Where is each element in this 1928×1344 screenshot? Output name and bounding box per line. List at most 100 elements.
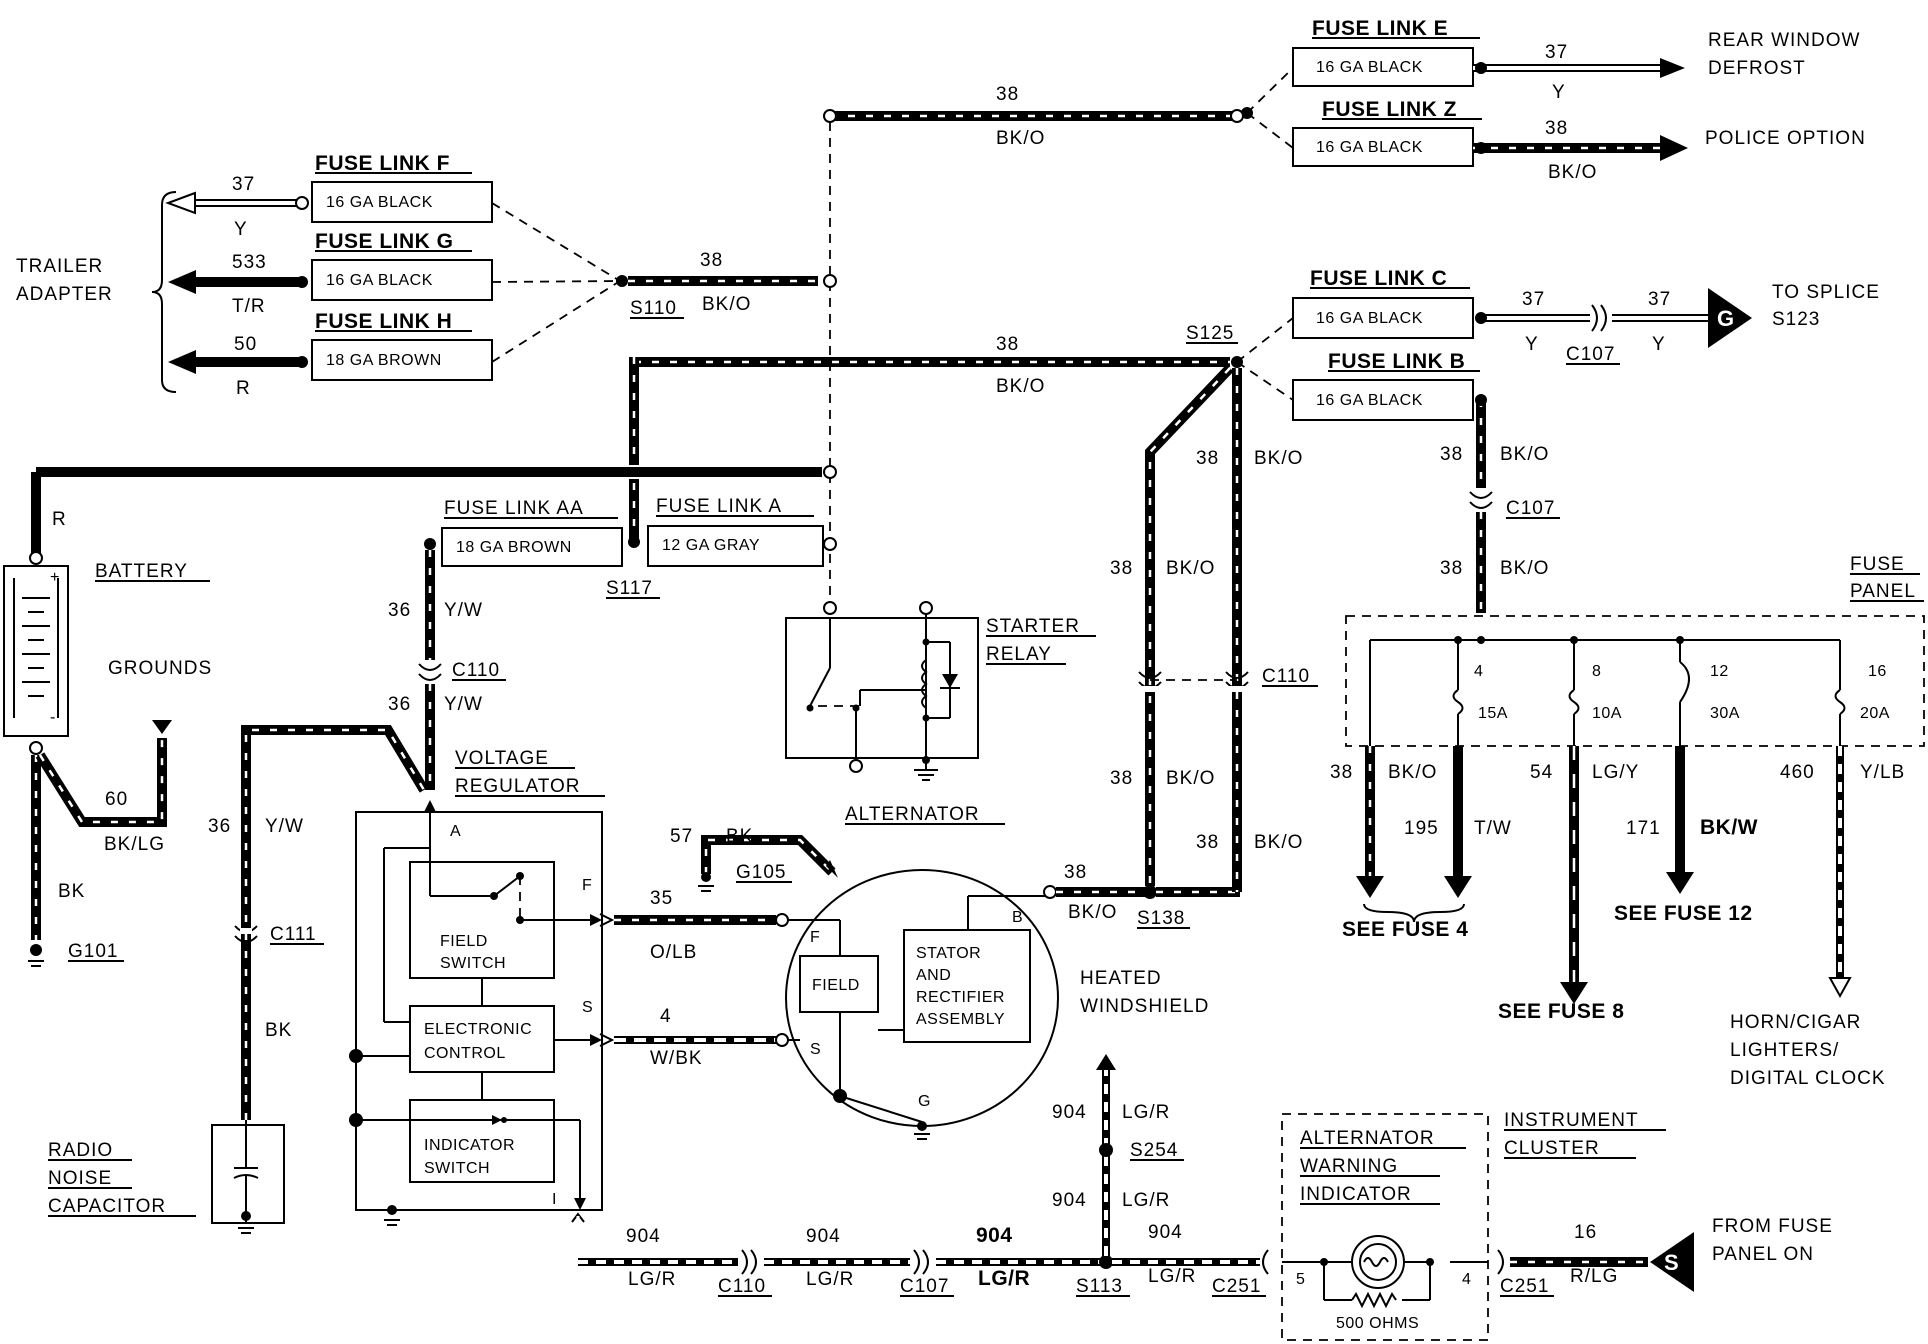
color-bko-z: BK/O [1548,162,1597,183]
fuse-panel-label-1: FUSE [1850,554,1905,575]
fuse-8: 8 10A [1568,636,1622,746]
wire-38-v2: 38 [1110,558,1133,579]
pin-s: S [582,999,593,1016]
color-bko-v2: BK/O [1166,558,1215,579]
wire-904-f: 904 [1052,1190,1087,1211]
connector-c110-hw: C110 [1262,666,1310,687]
pin-5: 5 [1296,1271,1305,1288]
wire-36-a: 36 [388,600,411,621]
indicator-switch-label-2: SWITCH [424,1160,490,1177]
see-fuse-4: SEE FUSE 4 [1342,918,1468,941]
fuse-link-z-wire: 16 GA BLACK [1316,139,1423,156]
wire-38-v3: 38 [1110,768,1133,789]
fuse-4: 4 15A [1452,636,1508,746]
horn-label-2: LIGHTERS/ [1730,1040,1839,1061]
fuse-link-c-title: FUSE LINK C [1310,267,1447,290]
color-tr: T/R [232,296,266,317]
radio-capacitor-box [211,1124,285,1224]
fuse-panel-box [1345,615,1925,747]
color-ylb: Y/LB [1860,762,1905,783]
fuse-link-h-title: FUSE LINK H [315,310,452,333]
wire-37-c1: 37 [1522,289,1545,310]
wire-38-v1: 38 [1196,448,1219,469]
pin-b: B [1012,909,1023,926]
pin-g: G [918,1093,931,1110]
alt-warning-label-2: WARNING [1300,1156,1398,1177]
alt-warning-label-1: ALTERNATOR [1300,1128,1435,1149]
fuse-link-b-wire: 16 GA BLACK [1316,392,1423,409]
pin-i: I [552,1191,557,1208]
from-fuse-label-1: FROM FUSE [1712,1216,1833,1237]
wire-37-e: 37 [1545,42,1568,63]
fuse-8-amps: 10A [1592,705,1622,722]
color-lgr-d: LG/R [1148,1266,1196,1287]
color-r-h: R [236,378,251,399]
wire-38-s125: 38 [996,334,1019,355]
battery-label: BATTERY [95,561,188,582]
splice-dest-2: S123 [1772,309,1820,330]
color-y-c1: Y [1525,334,1539,355]
fuse-link-g-group: FUSE LINK G 16 GA BLACK 533 T/R [168,230,493,317]
color-yw-a: Y/W [444,600,483,621]
radio-label-1: RADIO [48,1140,113,1161]
fuse-link-g-title: FUSE LINK G [315,230,454,253]
fuse-link-z-title: FUSE LINK Z [1322,98,1457,121]
fuse-link-f-title: FUSE LINK F [315,152,450,175]
indicator-switch-box [409,1099,555,1183]
fuse-link-z-box [1292,127,1474,167]
color-bk-57: BK [726,826,753,847]
color-bko-s138: BK/O [1068,902,1117,923]
fuse-link-c-group: FUSE LINK C 16 GA BLACK G 37 Y 37 Y C107… [1292,267,1880,365]
pin-4: 4 [1462,1271,1471,1288]
stator-label-2: AND [916,967,951,984]
stator-rectifier-box [903,929,1031,1043]
heated-windshield-2: WINDSHIELD [1080,996,1209,1017]
color-bklg: BK/LG [104,834,165,855]
splice-dest-1: TO SPLICE [1772,282,1880,303]
color-y-f: Y [234,219,248,240]
connector-c107-b: C107 [1506,498,1555,519]
fuse-link-g-wire: 16 GA BLACK [326,272,433,289]
color-lgr-e: LG/R [1122,1102,1170,1123]
wire-533: 533 [232,252,267,273]
fuse-link-f-box [311,181,493,223]
fuse-link-h-group: FUSE LINK H 18 GA BROWN 50 R [168,310,493,399]
color-lgy: LG/Y [1592,762,1639,783]
color-bko-v1: BK/O [1254,448,1303,469]
fuse-link-b-group: FUSE LINK B 16 GA BLACK [1292,350,1480,421]
radio-label-2: NOISE [48,1168,112,1189]
connector-c107-904: C107 [900,1276,949,1297]
wire-904-d: 904 [1148,1222,1183,1243]
fuse-link-e-group: FUSE LINK E 16 GA BLACK 37 Y REAR WINDOW… [1292,17,1860,103]
color-bko-b1: BK/O [1500,444,1549,465]
wire-38-b2: 38 [1440,558,1463,579]
rear-window-label-1: REAR WINDOW [1708,30,1860,51]
wire-38-s138: 38 [1064,862,1087,883]
svg-text:+: + [50,569,60,586]
fuse-link-aa-group: FUSE LINK AA 18 GA BROWN [441,498,623,567]
wire-38-z: 38 [1545,118,1568,139]
fuse-4-amps: 15A [1478,705,1508,722]
splice-s113: S113 [1076,1276,1123,1297]
wire-4: 4 [660,1006,672,1027]
wire-60: 60 [105,789,128,810]
color-rlg: R/LG [1570,1266,1618,1287]
splice-s125: S125 [1186,323,1234,344]
alternator-field-box [799,955,879,1013]
stator-label-3: RECTIFIER [916,989,1005,1006]
fuse-link-e-wire: 16 GA BLACK [1316,59,1423,76]
fuse-link-aa-title: FUSE LINK AA [444,498,584,519]
fuse-link-c-box [1292,297,1474,339]
color-y-c2: Y [1652,334,1666,355]
color-wbk: W/BK [650,1048,703,1069]
radio-label-3: CAPACITOR [48,1196,166,1217]
indicator-switch-label-1: INDICATOR [424,1137,515,1154]
splice-s110: S110 [630,298,677,319]
splice-g-symbol: G [1717,306,1734,331]
wire-57: 57 [670,826,693,847]
fuse-12: 12 30A [1676,636,1739,746]
voltage-regulator-label-1: VOLTAGE [455,748,549,769]
pin-f: F [582,877,592,894]
wire-54: 54 [1530,762,1553,783]
